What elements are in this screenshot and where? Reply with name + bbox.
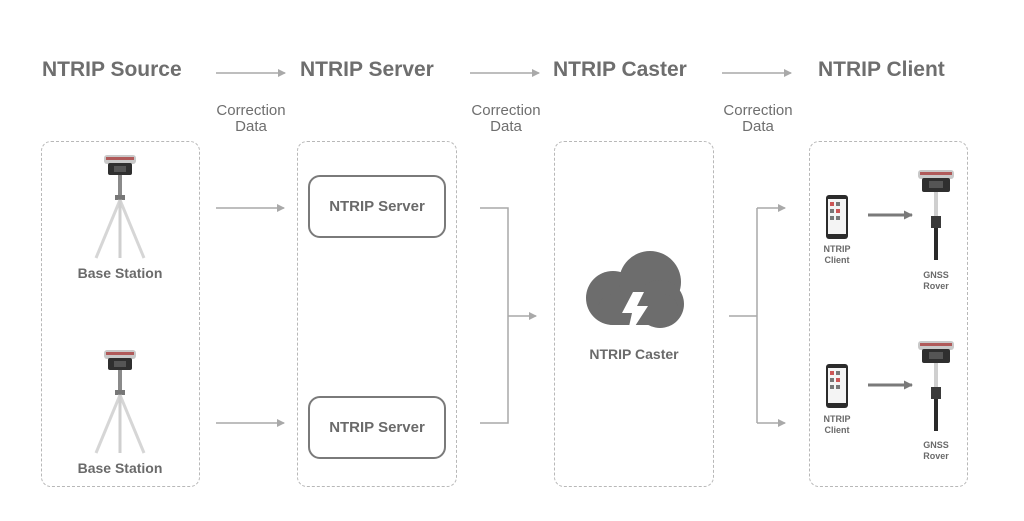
ntrip-client-label-top: NTRIP Client [817, 244, 857, 266]
correction-line-2: Data [235, 118, 267, 135]
ntrip-server-box-top-label: NTRIP Server [329, 198, 425, 215]
correction-line-1: Correction [723, 102, 793, 119]
gnss-rover-label-top-line-2: Rover [923, 281, 949, 291]
correction-line-1: Correction [216, 102, 286, 119]
base-station-label-bottom: Base Station [77, 460, 163, 476]
correction-line-2: Data [742, 118, 774, 135]
correction-data-label-3: Correction Data [713, 103, 803, 135]
gnss-rover-icon-bottom [918, 341, 954, 431]
ntrip-client-label-bottom-line-1: NTRIP [823, 414, 851, 424]
correction-data-label-1: Correction Data [206, 103, 296, 135]
source-panel [41, 141, 200, 487]
base-station-label-top: Base Station [77, 265, 163, 281]
smartphone-icon-bottom [826, 364, 848, 408]
ntrip-server-box-bottom: NTRIP Server [308, 396, 446, 459]
ntrip-client-label-top-line-1: NTRIP [823, 244, 851, 254]
smartphone-icon-top [826, 195, 848, 239]
ntrip-server-box-bottom-label: NTRIP Server [329, 419, 425, 436]
header-ntrip-source: NTRIP Source [42, 58, 182, 81]
header-ntrip-server: NTRIP Server [300, 58, 434, 81]
correction-line-1: Correction [471, 102, 541, 119]
ntrip-client-label-bottom: NTRIP Client [817, 414, 857, 436]
caster-panel [554, 141, 714, 487]
ntrip-server-box-top: NTRIP Server [308, 175, 446, 238]
ntrip-client-label-top-line-2: Client [824, 255, 850, 265]
gnss-rover-label-top: GNSS Rover [916, 270, 956, 292]
gnss-rover-label-bottom-line-2: Rover [923, 451, 949, 461]
header-ntrip-caster: NTRIP Caster [553, 58, 687, 81]
ntrip-client-label-bottom-line-2: Client [824, 425, 850, 435]
gnss-rover-icon-top [918, 170, 954, 260]
gnss-rover-label-bottom-line-1: GNSS [923, 440, 949, 450]
gnss-rover-label-top-line-1: GNSS [923, 270, 949, 280]
client-panel [809, 141, 968, 487]
server-panel [297, 141, 457, 487]
header-ntrip-client: NTRIP Client [818, 58, 945, 81]
correction-line-2: Data [490, 118, 522, 135]
gnss-rover-label-bottom: GNSS Rover [916, 440, 956, 462]
correction-data-label-2: Correction Data [461, 103, 551, 135]
caster-label: NTRIP Caster [589, 346, 679, 362]
